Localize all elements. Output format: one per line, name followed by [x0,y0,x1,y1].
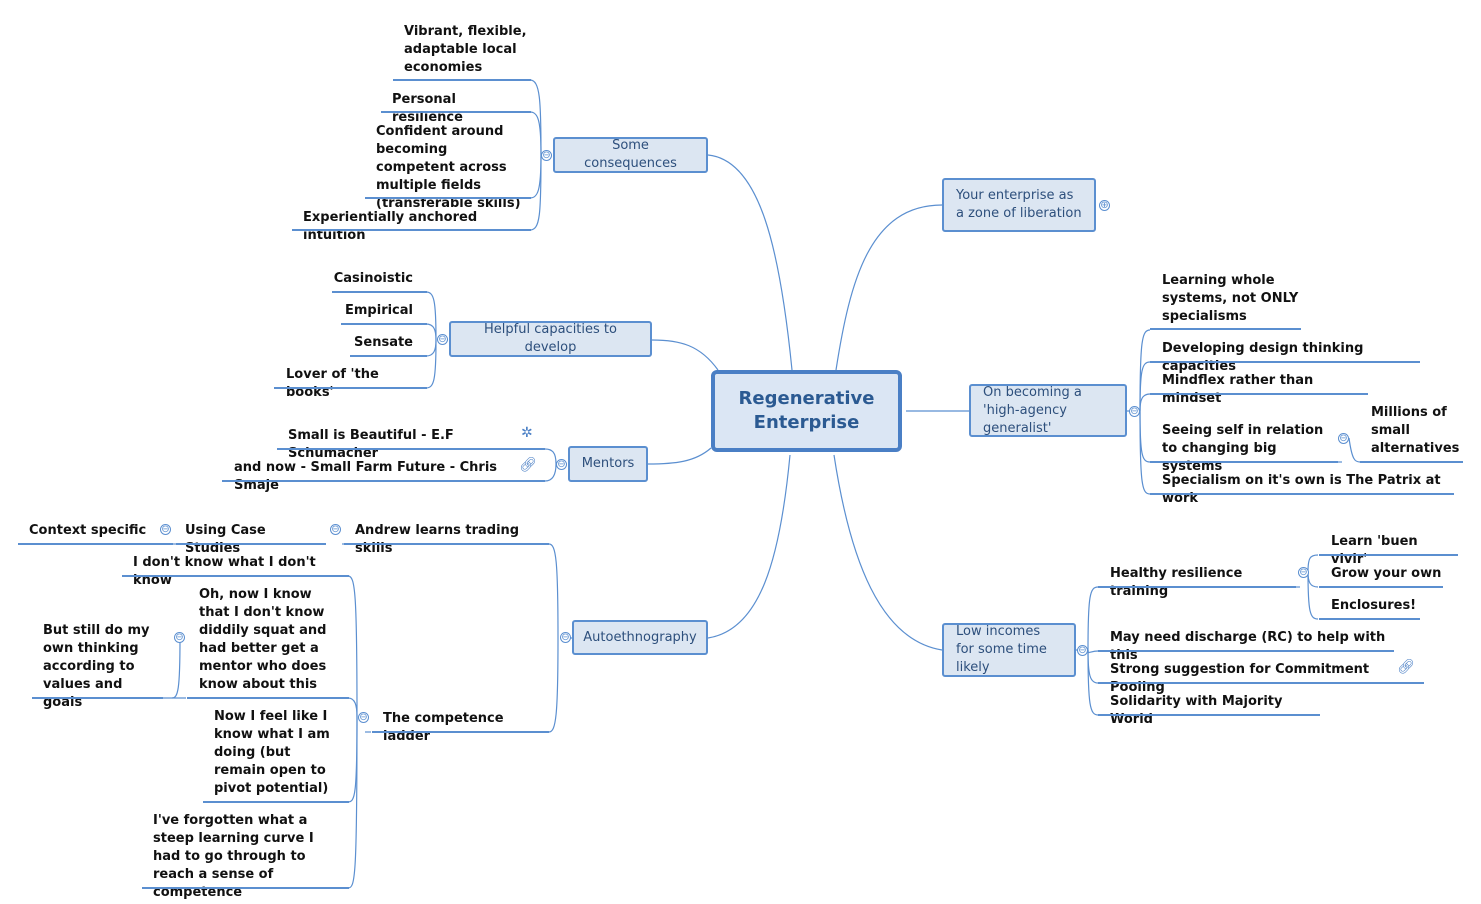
link-icon[interactable]: 🔗︎ [519,457,537,473]
collapse-icon[interactable]: ⊖ [560,632,571,643]
collapse-icon[interactable]: ⊖ [541,150,552,161]
subtopic-grow-your-own[interactable]: Grow your own [1331,566,1442,581]
topic-zone-of-liberation[interactable]: Your enterprise as a zone of liberation [942,178,1096,232]
underline [1098,682,1424,684]
underline [393,79,531,81]
underline [1319,618,1420,620]
subtopic-healthy-resilience[interactable]: Healthy resilience training [1110,566,1243,599]
collapse-icon[interactable]: ⊖ [1077,645,1088,656]
subtopic-dont-know[interactable]: I don't know what I don't know [133,555,316,588]
subtopic-mindflex[interactable]: Mindflex rather than mindset [1162,373,1314,406]
collapse-icon[interactable]: ⊖ [1298,567,1309,578]
subtopic-seeing-self[interactable]: Seeing self in relation to changing big … [1162,423,1324,474]
underline [1098,714,1320,716]
subtopic-empirical[interactable]: Empirical [345,303,413,318]
subtopic-whole-systems[interactable]: Learning whole systems, not ONLY special… [1162,273,1299,324]
topic-high-agency-generalist[interactable]: On becoming a 'high-agency generalist' [969,384,1127,437]
underline [1150,361,1420,363]
topic-autoethnography[interactable]: Autoethnography [572,620,708,655]
subtopic-intuition[interactable]: Experientially anchored intuition [303,210,478,243]
topic-some-consequences[interactable]: Some consequences [553,137,708,173]
subtopic-millions-alternatives[interactable]: Millions of small alternatives [1371,405,1460,456]
underline [122,575,349,577]
subtopic-commitment-pooling[interactable]: Strong suggestion for Commitment Pooling [1110,662,1370,695]
underline [292,229,531,231]
subtopic-casinoistic[interactable]: Casinoistic [333,271,413,286]
subtopic-case-studies[interactable]: Using Case Studies [185,523,266,556]
underline [1319,586,1443,588]
collapse-icon[interactable]: ⊖ [160,524,171,535]
underline [1150,393,1368,395]
collapse-icon[interactable]: ⊖ [358,712,369,723]
underline [1360,461,1463,463]
subtopic-lover-of-books[interactable]: Lover of 'the books' [286,367,379,400]
subtopic-competence-ladder[interactable]: The competence ladder [383,711,504,744]
collapse-icon[interactable]: ⊖ [174,632,185,643]
underline [142,887,349,889]
subtopic-patrix[interactable]: Specialism on it's own is The Patrix at … [1162,473,1441,506]
topic-helpful-capacities[interactable]: Helpful capacities to develop [449,321,652,357]
subtopic-context-specific[interactable]: Context specific [29,523,147,538]
underline [332,291,427,293]
underline [222,480,545,482]
subtopic-transferable-skills[interactable]: Confident around becoming competent acro… [376,124,521,211]
subtopic-enclosures[interactable]: Enclosures! [1331,598,1417,613]
subtopic-andrew-trading[interactable]: Andrew learns trading skills [355,523,520,556]
subtopic-know-diddily[interactable]: Oh, now I know that I don't know diddily… [199,587,327,692]
underline [1098,650,1394,652]
collapse-icon[interactable]: ⊖ [1129,406,1140,417]
underline [187,697,349,699]
underline [372,731,549,733]
topic-low-incomes[interactable]: Low incomes for some time likely [942,623,1076,677]
underline [1150,328,1301,330]
collapse-icon[interactable]: ⊖ [330,524,341,535]
underline [176,543,326,545]
topic-mentors[interactable]: Mentors [568,446,648,482]
underline [381,111,531,113]
expand-icon[interactable]: ⊕ [1099,200,1110,211]
collapse-icon[interactable]: ⊖ [1338,433,1349,444]
subtopic-majority-world[interactable]: Solidarity with Majority World [1110,694,1283,727]
subtopic-discharge[interactable]: May need discharge (RC) to help with thi… [1110,630,1386,663]
subtopic-design-thinking[interactable]: Developing design thinking capacities [1162,341,1364,374]
underline [344,543,549,545]
underline [350,355,427,357]
underline [341,323,427,325]
underline [18,543,173,545]
underline [1098,586,1296,588]
collapse-icon[interactable]: ⊖ [556,459,567,470]
underline [365,197,531,199]
subtopic-know-what-doing[interactable]: Now I feel like I know what I am doing (… [214,709,330,796]
subtopic-schumacher[interactable]: Small is Beautiful - E.F Schumacher [288,428,454,461]
subtopic-local-economies[interactable]: Vibrant, flexible, adaptable local econo… [404,24,527,75]
underline [1150,493,1454,495]
link-icon[interactable]: 🔗︎ [1397,659,1415,675]
underline [277,448,545,450]
subtopic-sensate[interactable]: Sensate [354,335,413,350]
note-icon[interactable]: ✲ [521,425,533,441]
underline [203,801,349,803]
subtopic-personal-resilience[interactable]: Personal resilience [392,92,463,125]
collapse-icon[interactable]: ⊖ [437,334,448,345]
subtopic-smaje[interactable]: and now - Small Farm Future - Chris Smaj… [234,460,498,493]
underline [1150,461,1338,463]
subtopic-buen-vivir[interactable]: Learn 'buen vivir' [1331,534,1418,567]
underline [32,697,163,699]
underline [274,387,427,389]
central-topic[interactable]: Regenerative Enterprise [711,370,902,452]
underline [1319,554,1458,556]
